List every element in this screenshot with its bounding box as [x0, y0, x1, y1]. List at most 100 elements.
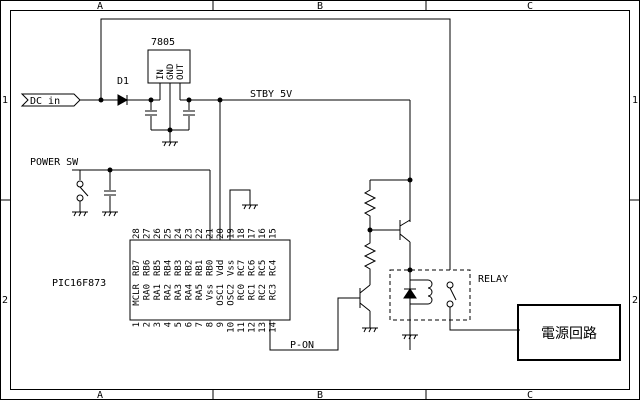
mcu-bottom-pin-name: OSC1 — [216, 284, 226, 306]
mcu-top-pin-number: 16 — [258, 228, 268, 239]
stby-label: STBY 5V — [250, 89, 292, 100]
mcu-bottom-pin-number: 14 — [269, 322, 279, 333]
ground-symbol-relay — [402, 334, 418, 340]
bypass-wire — [100, 18, 451, 270]
ground-symbol-npn — [362, 327, 378, 333]
mcu-bottom-pin-name: OSC2 — [227, 284, 237, 306]
mcu-top-pin-name: RC4 — [269, 260, 279, 276]
frame-row-1-left: 1 — [2, 95, 8, 106]
mcu-top-pin-name: RC5 — [258, 260, 268, 276]
mcu-bottom-pin-name: RA4 — [185, 284, 195, 300]
mcu-top-pin-name: Vss — [227, 260, 237, 276]
junctions — [98, 97, 413, 273]
mcu-bottom-pin-name: RC1 — [248, 284, 258, 300]
mcu-top-pin-number: 17 — [248, 228, 258, 239]
mcu-bottom-pin-number: 9 — [216, 322, 226, 327]
mcu-pic16f873 — [129, 239, 291, 321]
diode-d1 — [117, 94, 129, 106]
frame-row-1-right: 1 — [632, 95, 638, 106]
mcu-top-pin-number: 19 — [227, 228, 237, 239]
ground-symbol-cap — [102, 211, 118, 217]
mcu-bottom-pin-number: 11 — [237, 322, 247, 333]
mcu-bottom-pin-name: RC3 — [269, 284, 279, 300]
mcu-top-pin-name: RB4 — [164, 260, 174, 276]
frame-col-a-top: A — [97, 1, 103, 12]
mcu-bottom-pin-number: 7 — [195, 322, 205, 327]
mcu-top-pin-number: 18 — [237, 228, 247, 239]
mcu-top-pin-number: 27 — [143, 228, 153, 239]
mcu-bottom-pin-name: MCLR — [132, 283, 142, 305]
mcu-top-pin-name: RB1 — [195, 260, 205, 276]
mcu-top-pin-name: RC7 — [237, 260, 247, 276]
relay-label: RELAY — [478, 274, 508, 285]
mcu-top-pin-number: 26 — [153, 228, 163, 239]
mcu-top-pin-number: 24 — [174, 228, 184, 239]
mcu-bottom-pin-name: RA0 — [143, 284, 153, 300]
power-circuit-block — [517, 304, 621, 361]
mcu-top-pin-name: RB7 — [132, 260, 142, 276]
dc-in-label: DC in — [30, 96, 60, 107]
frame-col-b-top: B — [317, 1, 323, 12]
inner-frame — [10, 10, 630, 390]
frame-col-b-bottom: B — [317, 390, 323, 400]
ground-symbol-sw — [72, 211, 88, 217]
power-block-label: 電源回路 — [541, 326, 597, 342]
mcu-bottom-pin-name: RA1 — [153, 284, 163, 300]
regulator-pin-out: OUT — [176, 63, 186, 80]
mcu-bottom-pin-name: RA5 — [195, 284, 205, 300]
frame-row-2-left: 2 — [2, 295, 8, 306]
regulator-label: 7805 — [151, 37, 175, 48]
resistor-r2 — [363, 230, 377, 285]
regulator-7805 — [147, 49, 191, 84]
mcu-top-pin-name: RC6 — [248, 260, 258, 276]
mcu-bottom-pin-number: 3 — [153, 322, 163, 327]
dc-in-connector — [20, 93, 81, 107]
frame-col-c-bottom: C — [527, 390, 533, 400]
mcu-bottom-pin-number: 2 — [143, 322, 153, 327]
mcu-top-pin-number: 21 — [206, 228, 216, 239]
mcu-bottom-pin-number: 8 — [206, 322, 216, 327]
relay-coil — [427, 279, 433, 305]
p-on-wire — [269, 297, 360, 351]
mcu-top-pin-name: RB0 — [206, 260, 216, 276]
mcu-bottom-pin-name: RA2 — [164, 284, 174, 300]
mcu-top-pin-number: 20 — [216, 228, 226, 239]
frame-row-2-right: 2 — [632, 295, 638, 306]
mcu-bottom-pin-name: RC2 — [258, 284, 268, 300]
power-sw-label: POWER SW — [30, 157, 79, 168]
regulator-pin-gnd: GND — [166, 64, 176, 80]
mcu-top-pin-number: 23 — [185, 228, 195, 239]
mcu-top-pin-name: RB6 — [143, 260, 153, 276]
mcu-bottom-pin-number: 12 — [248, 322, 258, 333]
p-on-label: P-ON — [290, 340, 314, 351]
mcu-top-pin-name: RB5 — [153, 260, 163, 276]
mcu-top-pin-name: RB2 — [185, 260, 195, 276]
mcu-bottom-pin-number: 4 — [164, 322, 174, 327]
mcu-bottom-pin-number: 1 — [132, 322, 142, 327]
regulator-pin-in: IN — [156, 69, 166, 80]
mcu-bottom-pin-number: 13 — [258, 322, 268, 333]
mcu-bottom-pin-number: 6 — [185, 322, 195, 327]
mcu-top-pin-name: RB3 — [174, 260, 184, 276]
frame-col-c-top: C — [527, 1, 533, 12]
relay-box — [389, 269, 471, 321]
mcu-bottom-pin-name: RA3 — [174, 284, 184, 300]
mcu-top-pin-number: 15 — [269, 228, 279, 239]
mcu-top-pin-number: 22 — [195, 228, 205, 239]
mcu-bottom-pin-name: RC0 — [237, 284, 247, 300]
mcu-top-pin-name: Vdd — [216, 260, 226, 276]
frame-col-a-bottom: A — [97, 390, 103, 400]
mcu-bottom-pin-number: 5 — [174, 322, 184, 327]
mcu-top-pin-number: 28 — [132, 228, 142, 239]
mcu-bottom-pin-number: 10 — [227, 322, 237, 333]
ground-symbol-reg — [162, 141, 178, 147]
mcu-bottom-pin-name: Vss — [206, 284, 216, 300]
resistor-r1 — [363, 180, 377, 230]
diode-label: D1 — [117, 76, 129, 87]
mcu-label: PIC16F873 — [52, 278, 106, 289]
ground-symbol-vss — [242, 204, 258, 210]
power-switch — [76, 180, 84, 188]
mcu-top-pin-number: 25 — [164, 228, 174, 239]
